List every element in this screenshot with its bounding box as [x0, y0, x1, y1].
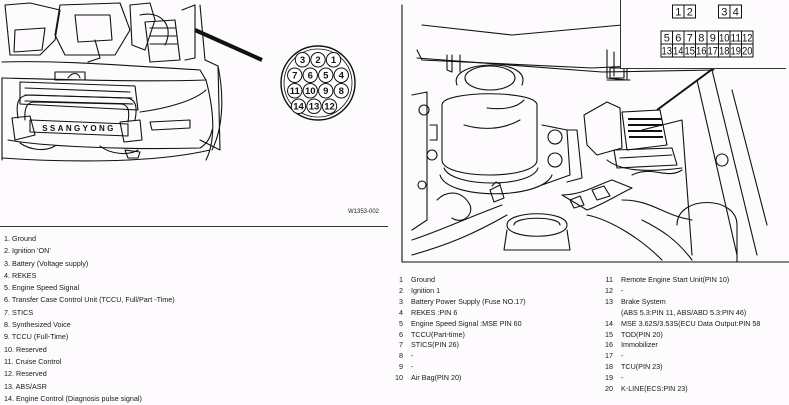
connector-pin-label: 6	[675, 33, 681, 45]
connector-pin	[302, 83, 318, 99]
connector-pin-label: 20	[742, 46, 753, 58]
connector-pin-label: 2	[315, 55, 320, 66]
pin-list-item: 9. TCCU (Full-Time)	[4, 332, 69, 342]
connector-pin-label: 12	[742, 33, 753, 45]
connector-pin-label: 9	[323, 86, 328, 97]
connector-pin-label: 7	[292, 71, 297, 82]
pin-list-item: 8. Synthesized Voice	[4, 320, 71, 330]
connector-pin-label: 10	[305, 86, 316, 97]
pin-list-item: 7. STICS	[4, 307, 34, 317]
pin-list-item: 12-	[605, 285, 624, 295]
figure-code-left: W1353-002	[348, 209, 380, 215]
connector-pin-label: 16	[696, 46, 707, 58]
connector-pin-label: 12	[324, 102, 335, 113]
connector-pin	[318, 83, 334, 99]
connector-pin-label: 2	[687, 7, 693, 19]
connector-pin-label: 6	[308, 71, 313, 82]
pin-list-item: 5. Engine Speed Signal	[4, 283, 80, 293]
connector-pin-label: 11	[731, 33, 742, 45]
connector-pin-label: 17	[708, 46, 719, 58]
connector-pin-cell	[741, 43, 754, 58]
connector-pin-label: 1	[675, 7, 681, 19]
pointer-line-right	[656, 61, 723, 111]
connector-pin-label: 13	[309, 102, 320, 113]
connector-pin-label: 5	[664, 33, 670, 45]
connector-pin	[290, 98, 307, 114]
connector-pin-label: 1	[331, 55, 337, 66]
pin-list-item: 11. Cruise Control	[4, 356, 62, 366]
connector-pin-label: 14	[673, 46, 684, 58]
connector-pin	[325, 52, 342, 68]
connector-pin	[287, 83, 303, 99]
connector-pin	[318, 67, 334, 83]
pin-list-item: 9-	[399, 362, 414, 372]
pin-list-item: 1. Ground	[4, 234, 36, 243]
connector-pin	[287, 67, 303, 83]
connector-pin-label: 14	[293, 102, 304, 113]
pin-list-item: 17-	[605, 351, 624, 361]
connector-pin	[333, 67, 349, 83]
pin-list-item: 2. Ignition 'ON'	[4, 246, 51, 256]
connector-pin-label: 4	[733, 7, 739, 19]
pin-list-item: 6. Transfer Case Control Unit (TCCU, Ful…	[4, 295, 175, 305]
connector-pin-label: 13	[662, 46, 673, 58]
connector-pin	[310, 52, 326, 68]
connector-pin-label: 11	[290, 86, 301, 97]
connector-pin	[294, 52, 311, 68]
pin-list-item: 19-	[605, 373, 624, 383]
connector-pin-label: 8	[339, 86, 344, 97]
connector-pin-label: 4	[339, 71, 345, 82]
pin-list-item: 3. Battery (Voltage supply)	[4, 258, 89, 268]
pin-list-item-continuation: (ABS 5.3:PIN 11, ABS/ABD 5.3:PIN 46)	[621, 307, 747, 317]
connector-pin-label: 5	[323, 71, 329, 82]
connector-pin-label: 10	[719, 33, 730, 45]
left-pin-list: 1. Ground 2. Ignition 'ON' 3. Battery (V…	[4, 233, 175, 405]
connector-pin	[333, 83, 349, 99]
connector-pin-label: 9	[710, 33, 716, 45]
pin-list-item: 12. Reserved	[4, 369, 47, 379]
connector-pin	[321, 98, 338, 114]
pin-list-item: 14. Engine Control (Diagnosis pulse sign…	[4, 393, 142, 403]
connector-pin-label: 7	[687, 33, 693, 45]
connector-pin-label: 3	[721, 7, 727, 19]
pin-list-item: 13. ABS/ASR	[4, 381, 47, 391]
pin-list-item: 4. REKES	[4, 270, 37, 280]
connector-pin-label: 18	[719, 46, 730, 58]
bumper-brand-text: SSANGYONG	[42, 124, 116, 133]
pin-list-item: 8-	[399, 351, 414, 361]
connector-pin-label: 15	[685, 46, 696, 58]
pointer-line	[194, 28, 263, 62]
connector-pin	[302, 67, 318, 83]
connector-pin-cell	[729, 4, 742, 19]
connector-pin-label: 3	[300, 55, 305, 66]
connector-pin-label: 19	[731, 46, 742, 58]
connector-pin-cell	[683, 4, 696, 19]
connector-pin-label: 8	[698, 33, 704, 45]
pin-list-item: 10. Reserved	[4, 344, 47, 354]
figure-divider	[0, 226, 388, 227]
connector-pin	[306, 98, 322, 114]
